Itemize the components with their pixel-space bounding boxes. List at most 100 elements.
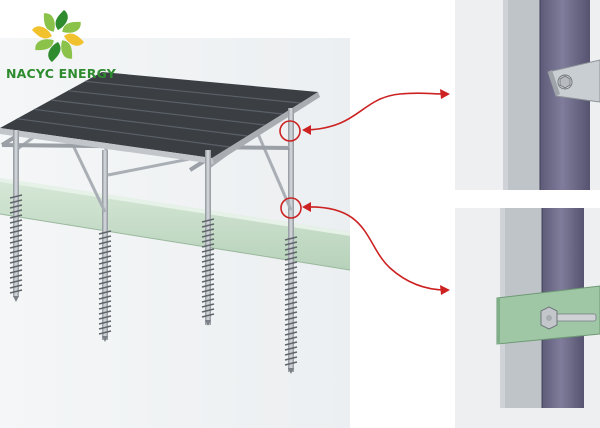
- screw-thread: [284, 361, 298, 366]
- screw-thread: [98, 330, 112, 335]
- logo-petal: [43, 13, 55, 32]
- screw-thread: [201, 258, 215, 263]
- detail-view-lower: [455, 208, 600, 428]
- clamp-bolt-icon: [540, 306, 597, 330]
- screw-tip: [288, 368, 294, 374]
- screw-thread: [201, 228, 215, 233]
- screw-tip: [102, 336, 108, 342]
- screw-thread: [284, 266, 298, 271]
- screw-thread: [284, 306, 298, 311]
- screw-thread: [98, 285, 112, 290]
- ground-screw-front-right: [284, 132, 298, 374]
- screw-thread: [284, 251, 298, 256]
- support-posts: [13, 108, 294, 185]
- screw-thread: [9, 234, 23, 239]
- logo-core: [52, 30, 64, 42]
- screw-thread: [9, 289, 23, 294]
- screw-thread: [9, 269, 23, 274]
- ground-screw-back-left: [98, 150, 112, 342]
- screw-thread: [98, 250, 112, 255]
- screw-thread: [98, 275, 112, 280]
- screw-thread: [284, 321, 298, 326]
- bolt-icon: [557, 74, 573, 90]
- detail-view-upper: [455, 0, 600, 190]
- screw-thread: [9, 194, 23, 199]
- screw-thread: [284, 276, 298, 281]
- logo-petal: [48, 42, 61, 62]
- logo-petal: [35, 39, 54, 51]
- callout-circle-upper: [279, 120, 301, 142]
- screw-thread: [284, 326, 298, 331]
- screw-thread: [284, 331, 298, 336]
- screw-thread: [9, 209, 23, 214]
- solar-panel-array: [0, 72, 320, 164]
- screw-thread: [284, 301, 298, 306]
- callout-circle-lower: [280, 197, 302, 219]
- callout-arrow-lower: [302, 202, 450, 295]
- screw-thread: [284, 351, 298, 356]
- screw-thread: [201, 303, 215, 308]
- screw-thread: [9, 219, 23, 224]
- screw-thread: [98, 260, 112, 265]
- brand-logo-icon: [32, 10, 84, 62]
- panel-row-gap: [84, 80, 301, 104]
- screw-thread: [98, 310, 112, 315]
- screw-thread: [98, 270, 112, 275]
- screw-thread: [98, 315, 112, 320]
- screw-thread: [201, 268, 215, 273]
- screw-thread: [9, 239, 23, 244]
- screw-thread: [201, 223, 215, 228]
- screw-thread: [201, 288, 215, 293]
- screw-thread: [284, 246, 298, 251]
- screw-thread: [201, 293, 215, 298]
- screw-thread: [284, 261, 298, 266]
- screw-thread: [284, 316, 298, 321]
- screw-thread: [9, 199, 23, 204]
- angle-brace: [547, 59, 600, 103]
- screw-thread: [9, 264, 23, 269]
- screw-tip: [13, 296, 19, 302]
- logo-petal: [32, 26, 52, 39]
- screw-thread: [98, 325, 112, 330]
- screw-thread: [284, 346, 298, 351]
- screw-thread: [284, 296, 298, 301]
- panel-row-gap: [16, 118, 230, 148]
- screw-thread: [9, 279, 23, 284]
- screw-thread: [9, 274, 23, 279]
- screw-thread: [284, 291, 298, 296]
- panel-row-gap: [33, 108, 248, 137]
- screw-thread: [9, 249, 23, 254]
- screw-thread: [201, 273, 215, 278]
- screw-thread: [201, 238, 215, 243]
- screw-thread: [201, 218, 215, 223]
- screw-thread: [284, 281, 298, 286]
- screw-thread: [201, 298, 215, 303]
- screw-thread: [284, 311, 298, 316]
- screw-thread: [284, 336, 298, 341]
- brand-name: NACYC ENERGY: [6, 66, 117, 81]
- screw-thread: [98, 245, 112, 250]
- screw-thread: [201, 278, 215, 283]
- ground-screw-back-right: [201, 165, 215, 326]
- screw-thread: [201, 243, 215, 248]
- screw-thread: [201, 263, 215, 268]
- ground-screw-front-left: [9, 142, 23, 302]
- screw-thread: [201, 248, 215, 253]
- logo-petal: [64, 33, 84, 46]
- logo-petal: [61, 40, 73, 59]
- screw-thread: [284, 271, 298, 276]
- screw-thread: [284, 286, 298, 291]
- screw-thread: [201, 308, 215, 313]
- screw-thread: [98, 295, 112, 300]
- screw-thread: [98, 255, 112, 260]
- screw-thread: [284, 341, 298, 346]
- screw-thread: [98, 300, 112, 305]
- screw-thread: [98, 305, 112, 310]
- screw-thread: [9, 244, 23, 249]
- screw-thread: [9, 204, 23, 209]
- screw-tip: [205, 320, 211, 326]
- panel-row-gap: [50, 99, 266, 126]
- screw-thread: [9, 224, 23, 229]
- screw-thread: [201, 253, 215, 258]
- callout-arrow-upper: [302, 89, 450, 135]
